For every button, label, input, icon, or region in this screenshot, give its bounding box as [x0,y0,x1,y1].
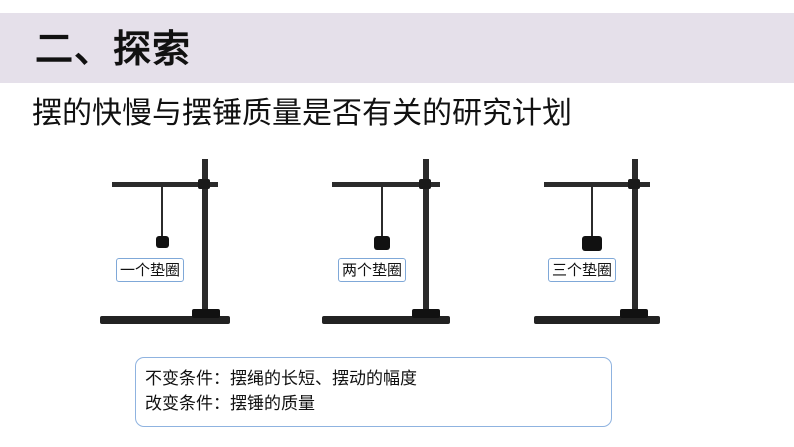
pendulum-stand-1 [98,155,233,330]
page-subtitle: 摆的快慢与摆锤质量是否有关的研究计划 [32,96,572,131]
washer-label-3: 三个垫圈 [548,258,617,282]
pendulum-stand-3-drawing [534,159,660,324]
washer-label-1: 一个垫圈 [116,258,185,282]
changed-condition: 改变条件：摆锤的质量 [145,394,315,414]
pendulum-stand-2 [320,155,455,330]
section-title: 二、探索 [35,27,192,71]
constant-condition: 不变条件：摆绳的长短、摆动的幅度 [145,369,417,389]
header-band [0,13,794,83]
conditions-box: 不变条件：摆绳的长短、摆动的幅度 改变条件：摆锤的质量 [135,357,612,427]
pendulum-stand-3 [532,155,667,330]
pendulum-stand-2-drawing [322,159,450,324]
pendulum-stand-1-drawing [100,159,230,324]
washer-label-2: 两个垫圈 [338,258,407,282]
